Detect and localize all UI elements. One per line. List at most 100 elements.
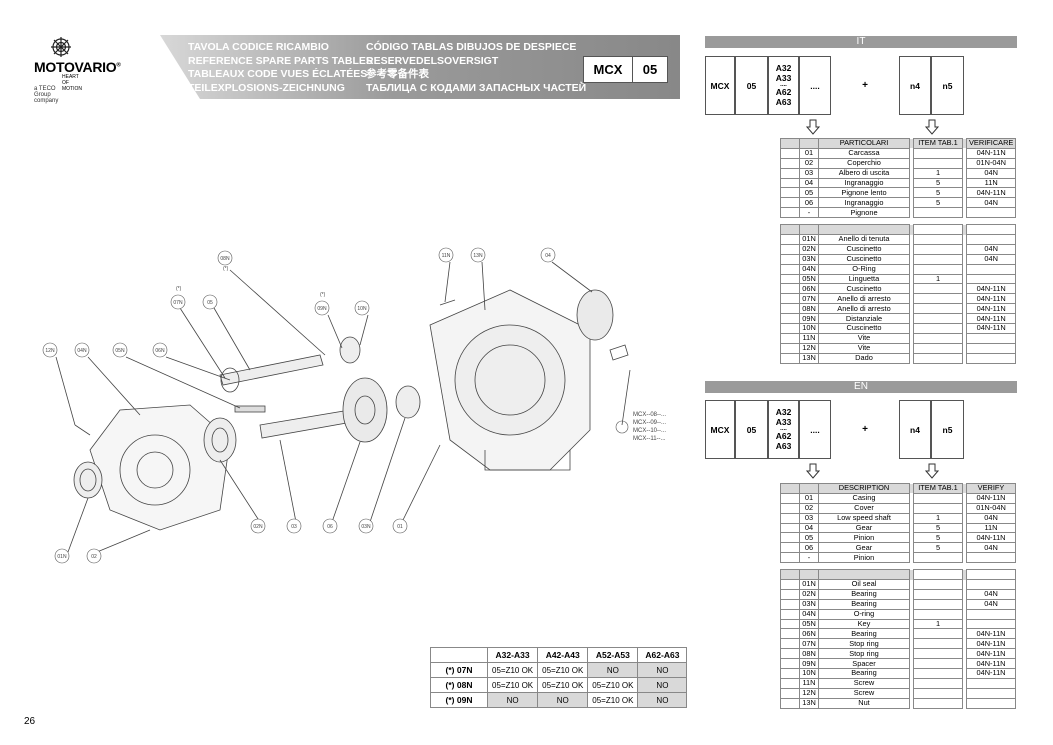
column-gap bbox=[909, 638, 914, 649]
table-cell: 04N bbox=[966, 598, 1016, 610]
table-cell: 10N bbox=[799, 668, 819, 679]
column-gap bbox=[909, 599, 914, 610]
table-cell: 02N bbox=[799, 588, 819, 600]
table-cell bbox=[780, 323, 800, 334]
config-n5: n5 bbox=[931, 400, 964, 459]
ref-code: MCX--11--... bbox=[633, 436, 666, 442]
table-cell: 12N bbox=[799, 687, 819, 699]
table-spacer bbox=[781, 563, 1016, 570]
column-gap bbox=[909, 254, 914, 265]
table-cell: Anello di arresto bbox=[818, 293, 910, 305]
table-cell bbox=[913, 263, 963, 275]
table-cell: Carcassa bbox=[818, 147, 910, 159]
table-cell: Vite bbox=[818, 342, 910, 354]
table-cell: 07N bbox=[799, 638, 819, 650]
column-gap bbox=[909, 293, 914, 304]
config-code: MCX bbox=[705, 56, 735, 115]
column-gap bbox=[962, 648, 967, 659]
table-cell bbox=[780, 157, 800, 169]
banner-title: TAVOLA CODICE RICAMBIO bbox=[188, 41, 329, 53]
column-gap bbox=[909, 244, 914, 255]
table-cell: Pignone lento bbox=[818, 187, 910, 199]
callout-circle bbox=[217, 250, 233, 266]
callout-circle bbox=[286, 518, 302, 534]
compat-header: A42-A43 bbox=[537, 647, 589, 663]
table-cell bbox=[780, 167, 800, 179]
table-cell: 04N-11N bbox=[965, 303, 1017, 315]
banner-title: TEILEXPLOSIONS-ZEICHNUNG bbox=[188, 81, 345, 94]
table-cell bbox=[780, 147, 800, 159]
compat-cell: 05=Z10 OK bbox=[537, 677, 589, 693]
column-gap bbox=[962, 513, 967, 524]
compat-header: A62-A63 bbox=[637, 647, 688, 663]
column-gap bbox=[909, 569, 914, 580]
table-cell bbox=[965, 352, 1017, 364]
table-cell bbox=[780, 618, 800, 630]
table-cell bbox=[780, 512, 800, 524]
table-cell bbox=[799, 138, 819, 149]
table-cell: Stop ring bbox=[818, 638, 910, 650]
table-cell: Vite bbox=[818, 332, 910, 344]
table-cell: 5 bbox=[913, 177, 963, 189]
table-cell: PARTICOLARI bbox=[818, 138, 910, 149]
table-cell: Screw bbox=[818, 677, 910, 689]
table-cell: 04N-11N bbox=[966, 638, 1016, 650]
compat-cell: 05=Z10 OK bbox=[587, 692, 639, 708]
table-cell: - bbox=[799, 552, 819, 564]
table-cell: 1 bbox=[913, 512, 963, 524]
table-cell: 06 bbox=[799, 542, 819, 554]
callout-circle bbox=[152, 342, 168, 358]
logo-mark-icon bbox=[51, 37, 71, 57]
column-gap bbox=[909, 224, 914, 235]
table-cell: 04N-11N bbox=[965, 187, 1017, 199]
column-gap bbox=[962, 523, 967, 533]
table-cell: 13N bbox=[799, 352, 819, 364]
compat-cell: NO bbox=[637, 662, 688, 678]
callout-label: 02 bbox=[91, 554, 97, 560]
table-cell: Gear bbox=[818, 542, 910, 554]
column-gap bbox=[909, 619, 914, 629]
column-gap bbox=[909, 483, 914, 494]
compat-cell: NO bbox=[637, 677, 688, 693]
column-gap bbox=[909, 678, 914, 689]
table-cell bbox=[780, 234, 800, 245]
column-gap bbox=[962, 493, 967, 504]
table-cell: Cuscinetto bbox=[818, 243, 910, 255]
table-cell bbox=[780, 138, 800, 149]
compat-cell: 05=Z10 OK bbox=[486, 677, 539, 693]
table-cell: 04N-11N bbox=[965, 293, 1017, 305]
column-gap bbox=[909, 628, 914, 639]
table-cell bbox=[965, 263, 1017, 275]
table-cell: Coperchio bbox=[818, 157, 910, 169]
down-arrow-icon bbox=[806, 463, 820, 479]
column-gap bbox=[909, 552, 914, 563]
compat-cell: NO bbox=[587, 662, 639, 678]
table-cell bbox=[965, 332, 1017, 344]
table-cell bbox=[780, 283, 800, 295]
table-cell: 04N bbox=[966, 512, 1016, 524]
table-cell bbox=[780, 697, 800, 709]
table-cell: Cover bbox=[818, 502, 910, 514]
table-cell bbox=[780, 483, 800, 494]
table-cell bbox=[799, 483, 819, 494]
table-cell: 04N-11N bbox=[966, 628, 1016, 640]
table-cell bbox=[780, 332, 800, 344]
column-gap bbox=[909, 283, 914, 294]
table-cell: 01 bbox=[799, 147, 819, 159]
callout-circle bbox=[202, 294, 218, 310]
table-cell: 09N bbox=[799, 313, 819, 325]
logo-brand: MOTOVARIO bbox=[34, 59, 117, 75]
config-n4: n4 bbox=[899, 56, 931, 115]
